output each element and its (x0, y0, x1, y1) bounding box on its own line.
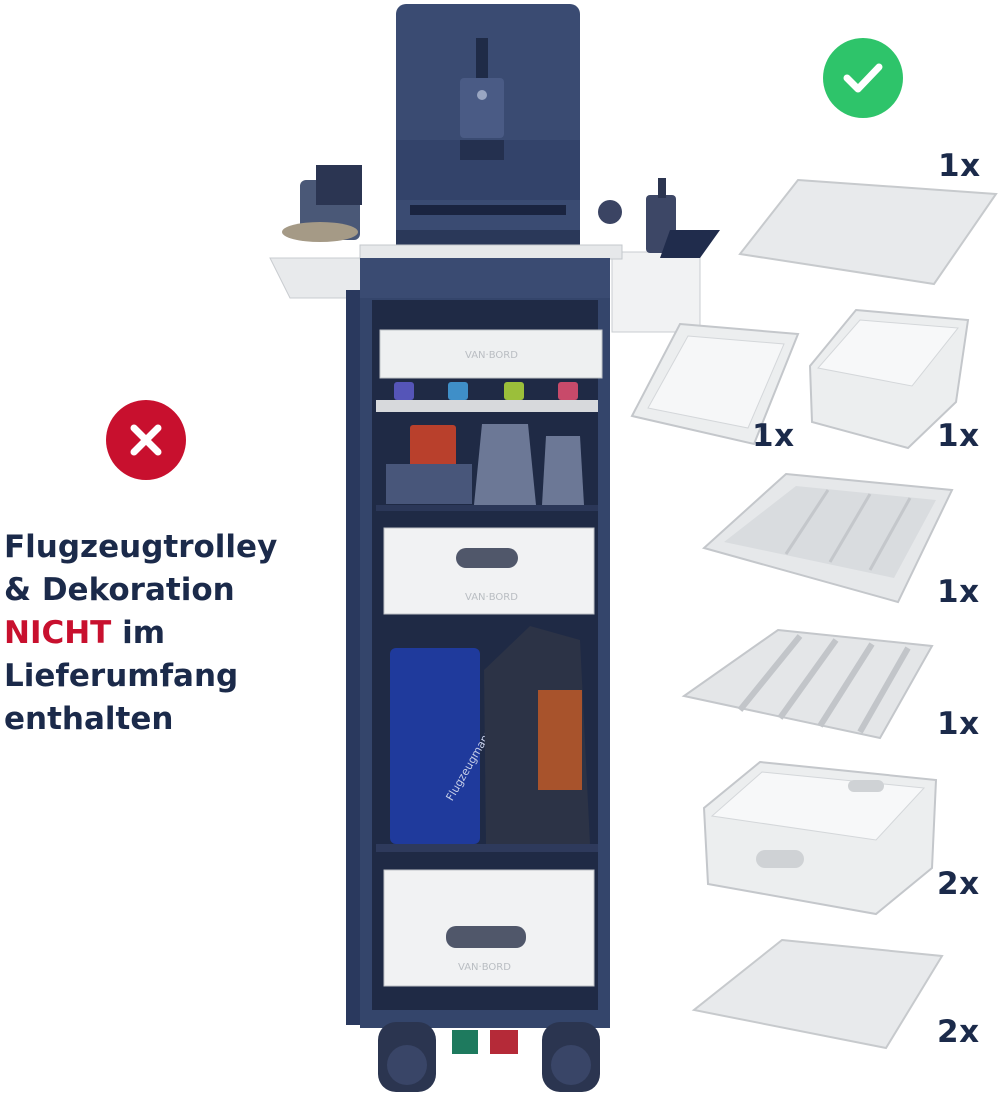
cutlery-insert-image (701, 472, 954, 604)
item-qty-deep-tray: 1x (937, 418, 980, 454)
side-tray-right (598, 178, 720, 333)
deep-tray-image (808, 308, 970, 450)
notice-line-1: Flugzeugtrolley (4, 529, 278, 565)
item-qty-drawer: 2x (937, 866, 980, 902)
tray-plate-image (738, 178, 998, 286)
not-included-badge (106, 400, 186, 480)
notice-line-4: Lieferumfang (4, 658, 239, 694)
included-badge (823, 38, 903, 118)
coffee-machine (396, 4, 580, 248)
not-included-notice: Flugzeugtrolley & Dekoration NICHT im Li… (4, 526, 324, 741)
notice-highlight: NICHT (4, 615, 112, 651)
svg-text:VAN·BORD: VAN·BORD (458, 962, 511, 973)
trolley-wheels (378, 1022, 600, 1092)
trolley-body: VAN·BORD VAN·BORD Flugzeugmanufaktur VAN… (346, 258, 610, 1028)
side-tray-left (269, 165, 365, 299)
notice-line-3: NICHT im (4, 612, 324, 655)
cross-icon (130, 424, 162, 456)
notice-line-5: enthalten (4, 701, 174, 737)
item-qty-cutlery-insert: 1x (937, 574, 980, 610)
drawer-image (702, 760, 938, 916)
shallow-tray-image (630, 322, 800, 446)
check-icon (843, 63, 883, 93)
svg-text:VAN·BORD: VAN·BORD (465, 592, 518, 603)
item-qty-shallow-tray: 1x (752, 418, 795, 454)
notice-line-2: & Dekoration (4, 572, 235, 608)
svg-text:VAN·BORD: VAN·BORD (465, 350, 518, 361)
item-qty-base-plate: 2x (937, 1014, 980, 1050)
item-qty-tray-plate: 1x (938, 148, 981, 184)
notice-line-3-rest: im (111, 615, 166, 651)
base-plate-image (691, 938, 944, 1050)
item-qty-ribbed-mat: 1x (937, 706, 980, 742)
trolley-illustration: VAN·BORD VAN·BORD Flugzeugmanufaktur VAN… (269, 4, 720, 1092)
ribbed-mat-image (681, 628, 934, 740)
